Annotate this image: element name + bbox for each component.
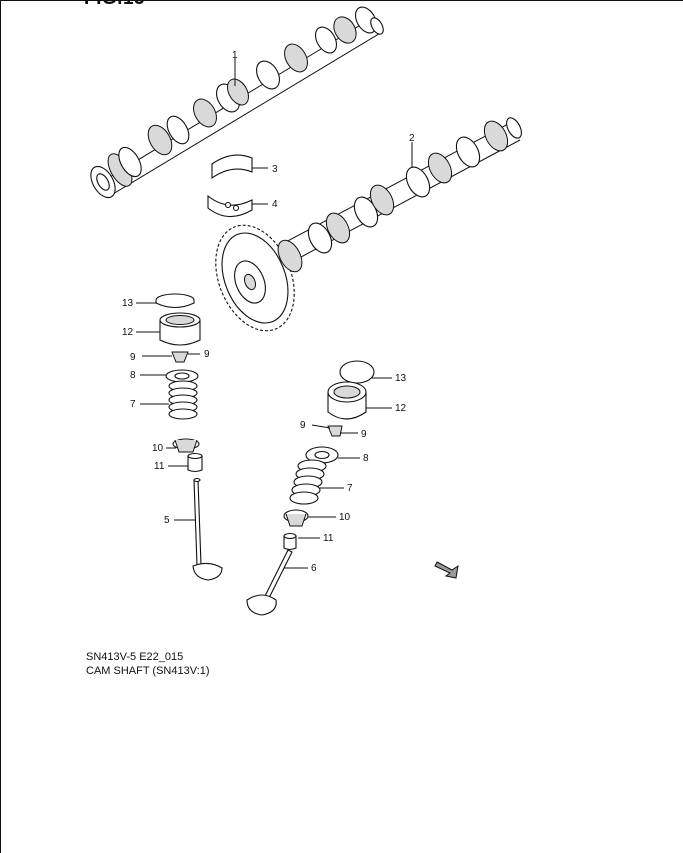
camshaft-1-drawing — [90, 6, 384, 199]
valve-stack-left-drawing — [155, 293, 223, 581]
callout-4: 4 — [272, 199, 278, 210]
callout-8-left: 8 — [130, 370, 136, 381]
callout-8-right: 8 — [363, 453, 369, 464]
callout-7-left: 7 — [130, 399, 136, 410]
callout-10-right: 10 — [339, 512, 351, 523]
figure-code: SN413V-5 E22_015 — [86, 651, 184, 663]
callout-12-left: 12 — [122, 327, 134, 338]
forward-direction-icon — [434, 561, 459, 579]
callout-9-left-b: 9 — [204, 349, 210, 360]
callout-9-right-b: 9 — [361, 429, 367, 440]
callout-6: 6 — [311, 563, 317, 574]
callout-13-left: 13 — [122, 298, 134, 309]
figure-caption: CAM SHAFT (SN413V:1) — [86, 665, 210, 677]
callout-5: 5 — [164, 515, 170, 526]
valve-stack-right-drawing — [246, 360, 375, 616]
callout-13-right: 13 — [395, 373, 407, 384]
leader-lines — [136, 58, 413, 569]
callout-7-right: 7 — [347, 483, 353, 494]
callout-9-right-a: 9 — [300, 420, 306, 431]
callout-9-left-a: 9 — [130, 352, 136, 363]
callout-11-left: 11 — [154, 461, 165, 472]
bearing-4-drawing — [207, 194, 253, 218]
callout-11-right: 11 — [323, 533, 334, 544]
callout-12-right: 12 — [395, 403, 407, 414]
camshaft-2-drawing — [215, 117, 522, 332]
callout-2: 2 — [409, 133, 415, 144]
callout-1: 1 — [232, 50, 238, 61]
callout-10-left: 10 — [152, 443, 164, 454]
figure-title: FIG.15 — [84, 0, 145, 10]
bearing-3-drawing — [211, 154, 253, 180]
callout-3: 3 — [272, 164, 278, 175]
